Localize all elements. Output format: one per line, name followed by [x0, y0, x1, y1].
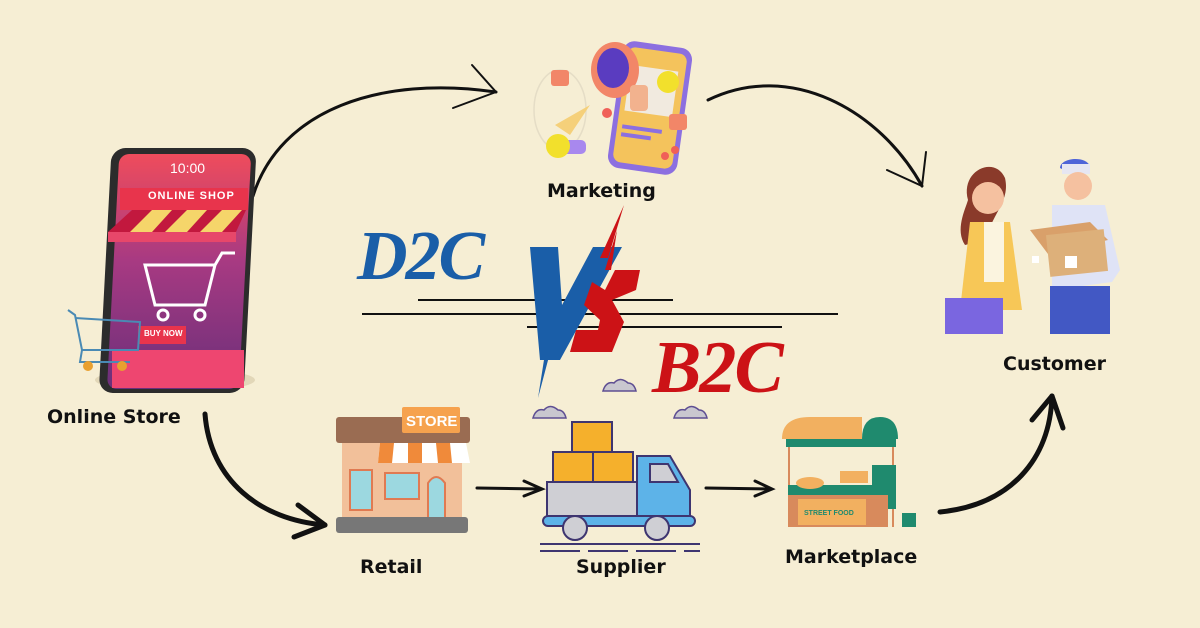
supplier-label: Supplier	[576, 556, 666, 578]
store-sign-text: STORE	[406, 413, 458, 430]
customer-node	[940, 150, 1140, 335]
phone-shop-illustration	[67, 148, 256, 393]
retail-node: STORE	[330, 405, 475, 545]
online-store-label: Online Store	[47, 406, 181, 428]
retail-label: Retail	[360, 556, 423, 578]
phone-time-text: 10:00	[170, 160, 206, 176]
marketplace-node: STREET FOOD	[780, 415, 920, 540]
marketing-label: Marketing	[547, 180, 656, 202]
marketplace-label: Marketplace	[785, 546, 918, 568]
store-building-illustration	[336, 407, 470, 533]
phone-banner-text: ONLINE SHOP	[148, 190, 235, 202]
stall-sign-text: STREET FOOD	[804, 510, 854, 517]
phone-buy-now-text: BUY NOW	[144, 329, 183, 338]
marketing-megaphone-illustration	[533, 41, 693, 175]
b2c-title: B2C	[652, 327, 784, 409]
delivery-handoff-illustration	[945, 159, 1120, 334]
d2c-title: D2C	[357, 218, 485, 295]
delivery-truck-illustration	[540, 421, 700, 552]
street-food-stall-illustration	[782, 417, 916, 527]
supplier-node	[540, 420, 710, 555]
online-store-node: 10:00 ONLINE SHOP BUY NOW	[60, 140, 260, 400]
marketing-node	[515, 30, 695, 180]
title-line-bottom	[527, 326, 782, 328]
customer-label: Customer	[1003, 353, 1106, 375]
